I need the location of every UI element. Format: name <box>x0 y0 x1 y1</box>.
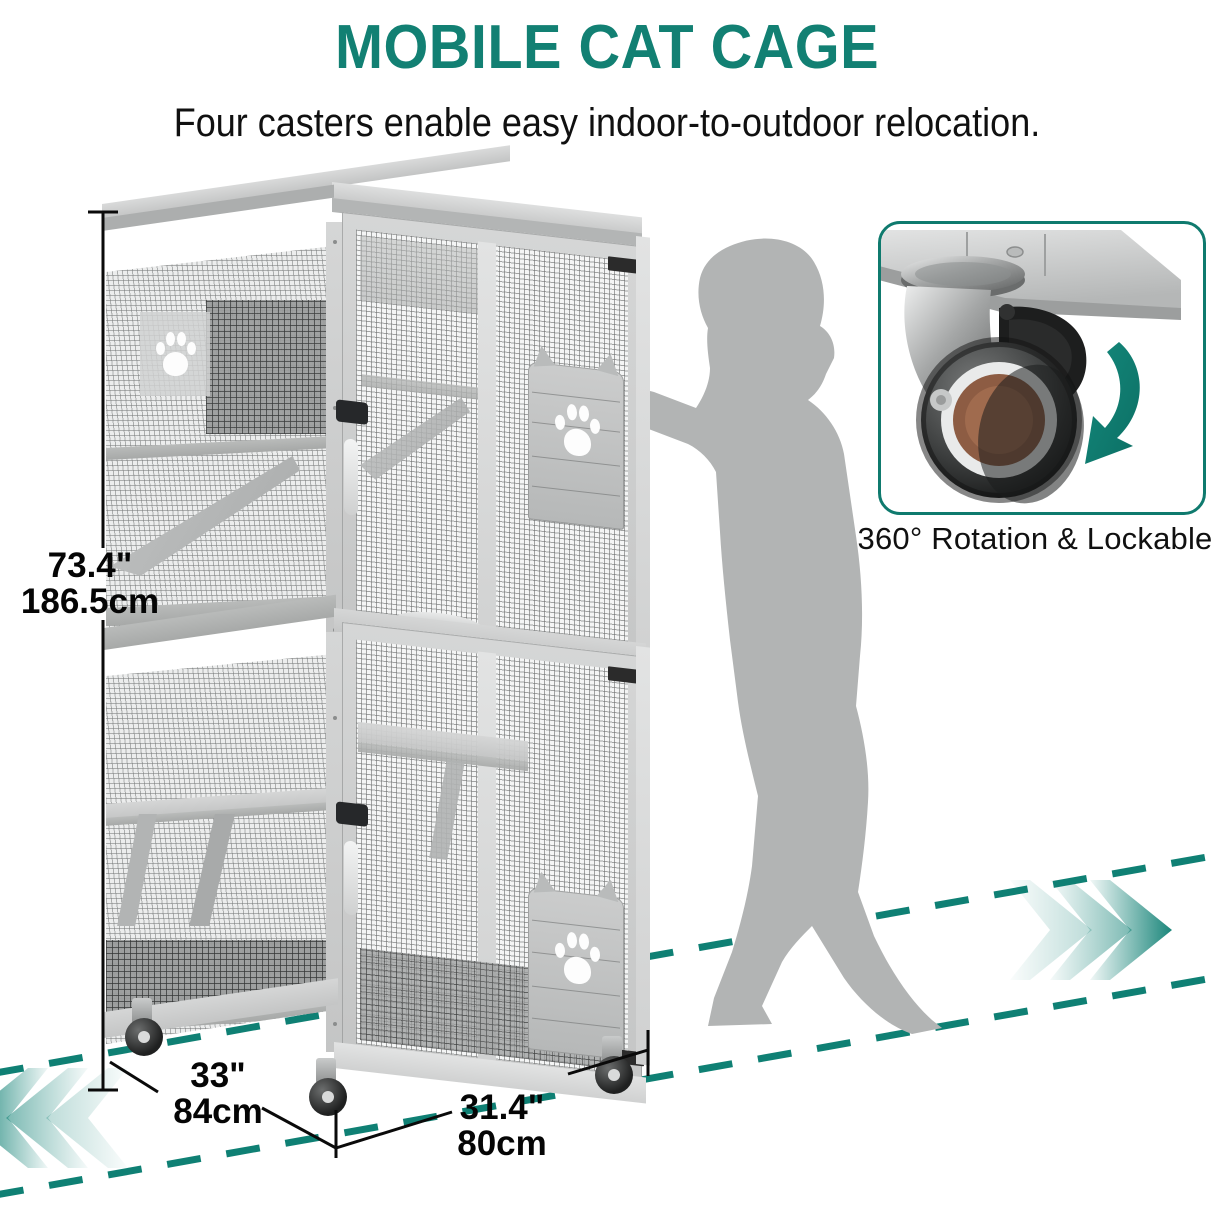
dimension-width-inches: 31.4" <box>459 1088 545 1127</box>
dimension-width: 31.4" 80cm <box>422 1090 582 1161</box>
door-handle[interactable] <box>344 438 358 516</box>
rear-post-upper <box>636 236 650 670</box>
caster-wheel <box>592 1036 638 1098</box>
dimension-depth-cm: 84cm <box>173 1091 263 1131</box>
dimension-width-cm: 80cm <box>457 1123 547 1163</box>
dimension-height-inches: 73.4" <box>47 546 133 585</box>
page-subtitle: Four casters enable easy indoor-to-outdo… <box>173 101 1041 145</box>
rear-post-lower <box>636 646 650 1066</box>
lower-left-wall <box>106 654 334 1044</box>
curved-arrow-icon <box>1085 342 1140 464</box>
cat-door-lower[interactable] <box>528 871 624 1061</box>
paw-print-icon <box>154 330 196 378</box>
paw-print-icon <box>554 928 600 989</box>
dimension-height: 73.4" 186.5cm <box>10 548 170 619</box>
corner-post-upper <box>326 222 344 654</box>
caster-closeup-photo <box>881 230 1181 504</box>
cat-door-upper[interactable] <box>528 345 624 531</box>
dimension-depth: 33" 84cm <box>150 1058 286 1129</box>
lower-front-face <box>336 614 644 1098</box>
caster-closeup-panel <box>878 221 1206 515</box>
door-latch[interactable] <box>336 801 368 827</box>
caster-wheel <box>122 998 168 1060</box>
paw-print-icon <box>554 400 600 461</box>
upper-left-wall <box>106 246 334 646</box>
door-handle[interactable] <box>344 840 358 916</box>
caster-caption: 360° Rotation & Lockable <box>857 521 1213 556</box>
caster-wheel <box>306 1058 352 1120</box>
dimension-depth-inches: 33" <box>190 1056 246 1095</box>
mobile-cat-cage <box>96 145 676 1116</box>
man-pushing-silhouette <box>627 238 942 1035</box>
chevron-right-icon <box>1010 880 1172 980</box>
door-latch[interactable] <box>336 399 368 425</box>
page-title: MOBILE CAT CAGE <box>334 13 880 82</box>
dimension-height-cm: 186.5cm <box>20 581 160 621</box>
corner-post-lower <box>326 632 344 1052</box>
